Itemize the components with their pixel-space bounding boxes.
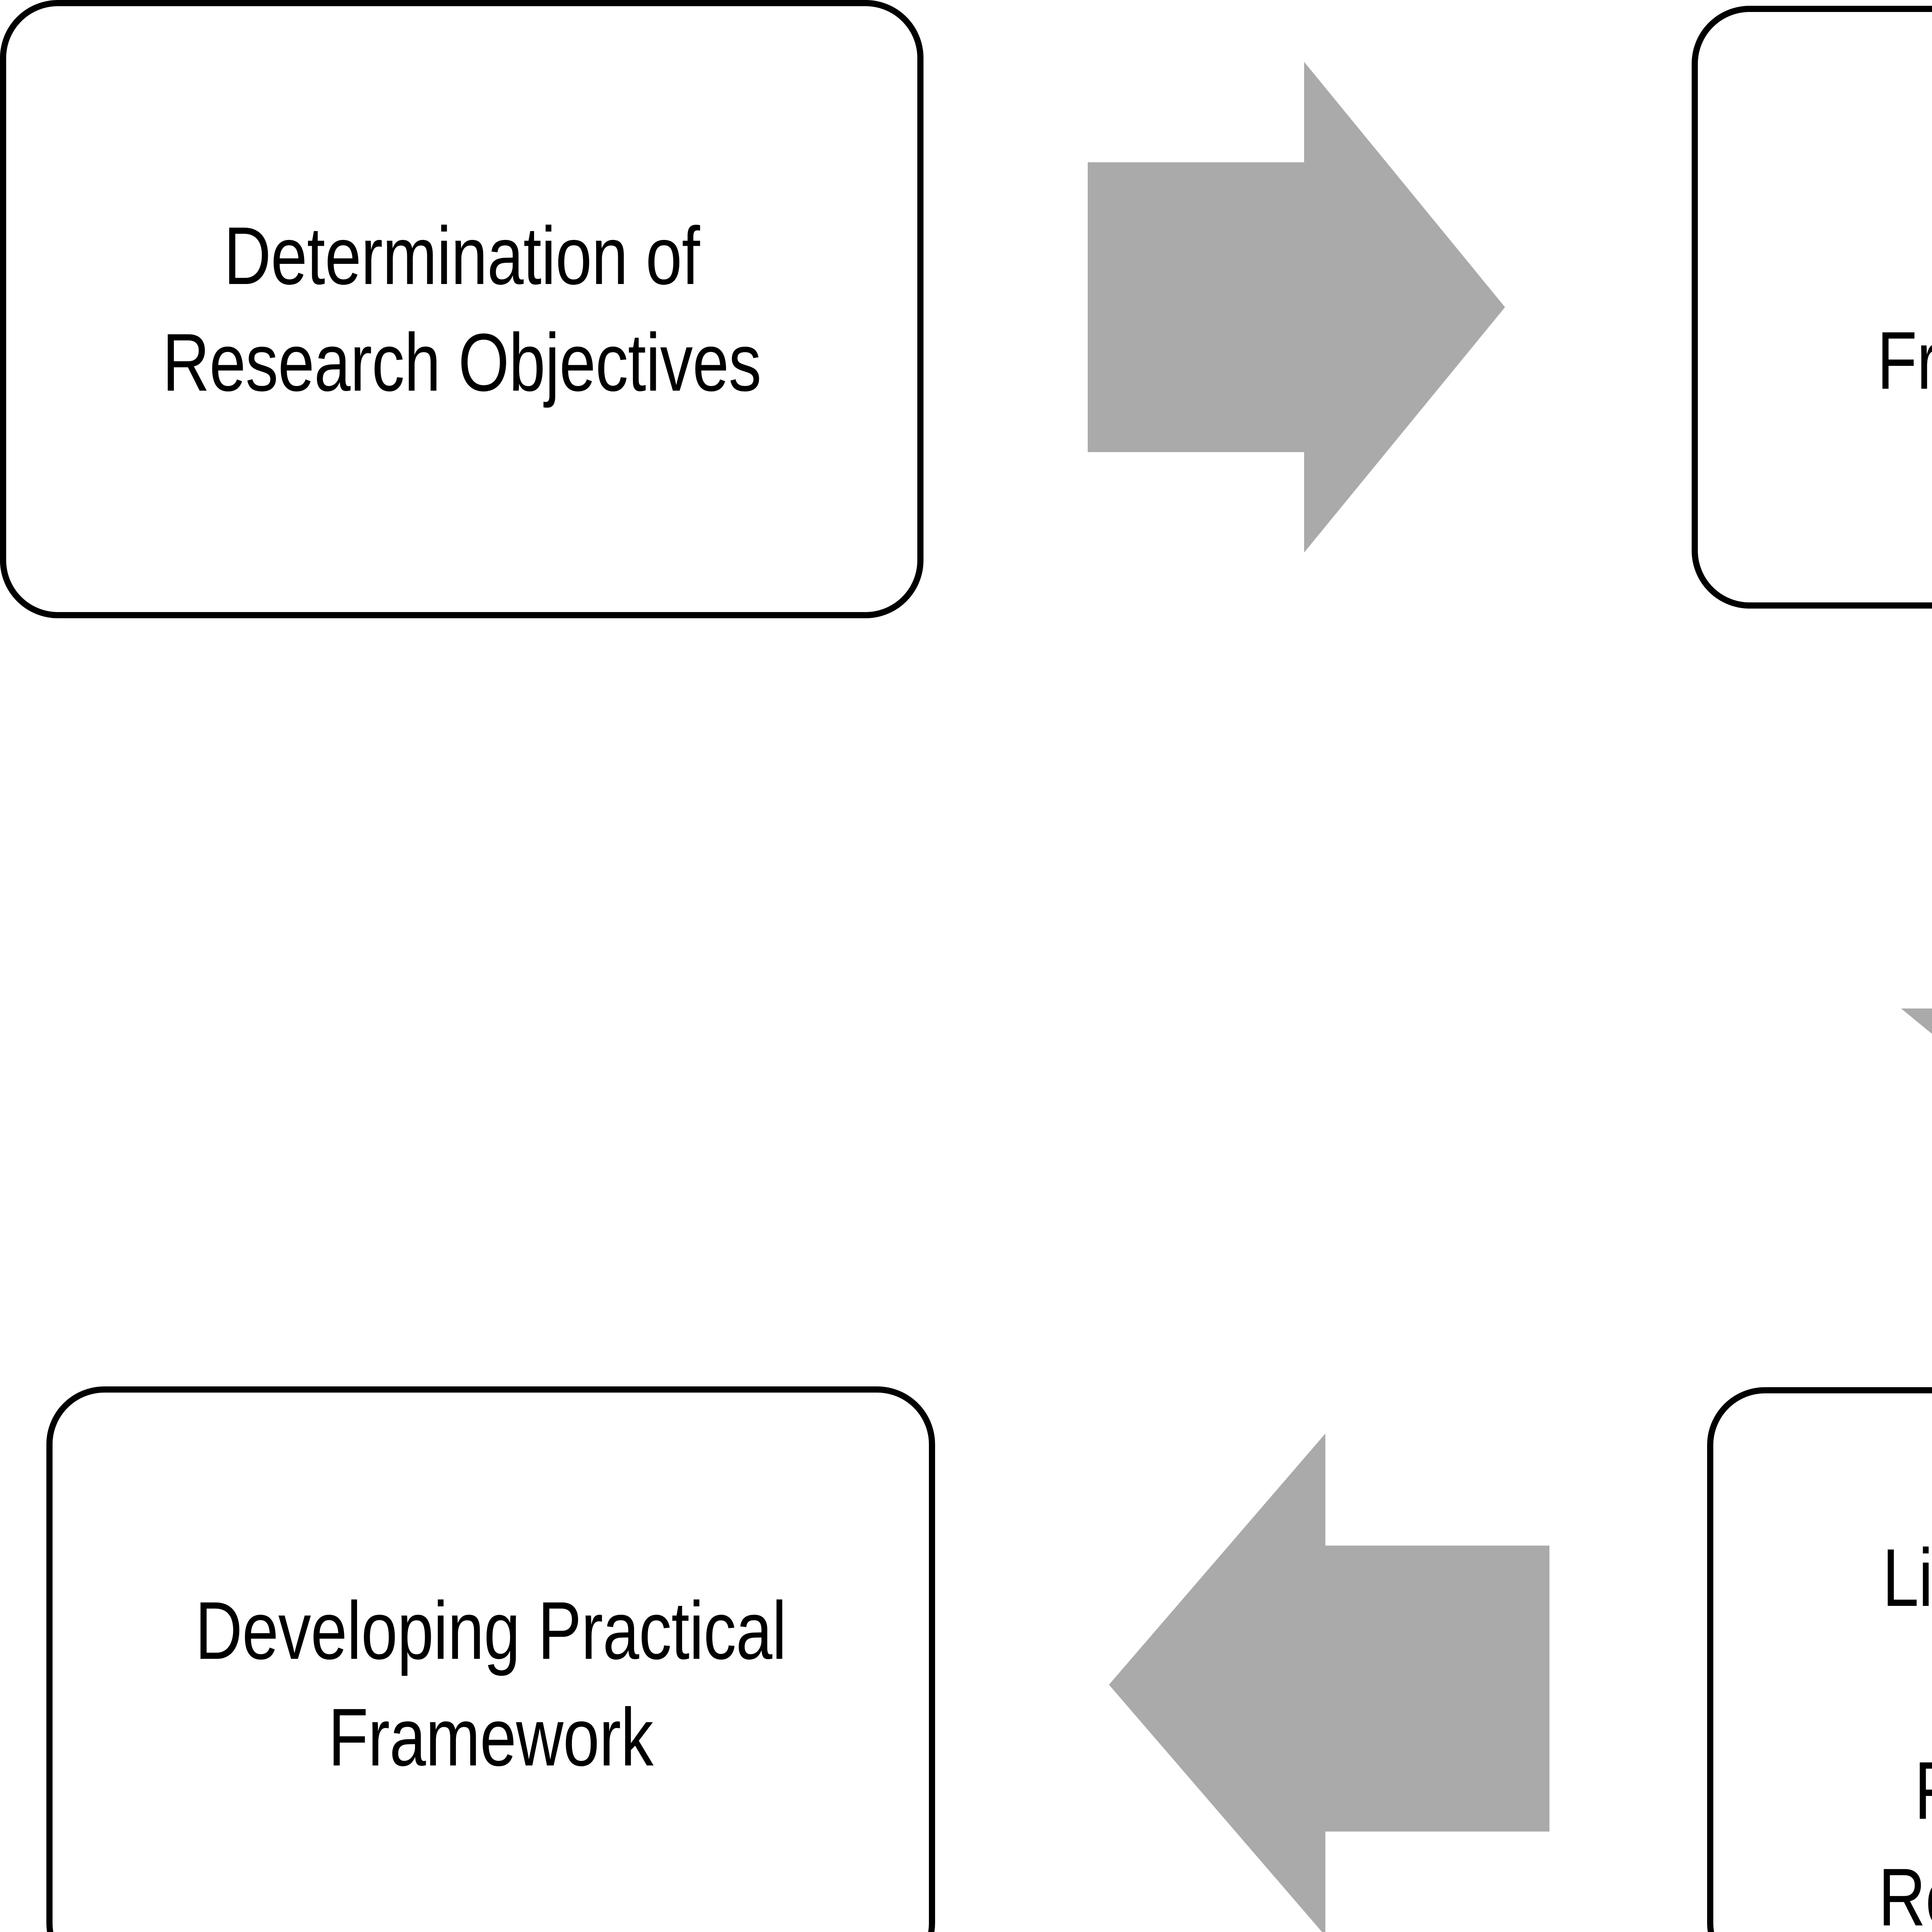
arrow-down-shape <box>1901 1009 1932 1034</box>
arrow-left-icon <box>1109 1434 1549 1932</box>
process-box-selecting[interactable]: Selecting the Theoritical Framework for … <box>1692 6 1932 609</box>
process-box-developing-label: Developing Practical Framework <box>195 1584 787 1783</box>
arrow-right-icon <box>1088 62 1505 553</box>
process-box-developing[interactable]: Developing Practical Framework <box>46 1386 935 1932</box>
process-box-determination[interactable]: Determination of Research Objectives <box>0 0 923 618</box>
process-box-selecting-label: Selecting the Theoritical Framework for … <box>1877 315 1932 406</box>
process-box-determination-label: Determination of Research Objectives <box>162 210 761 408</box>
arrow-down-icon <box>1901 1009 1932 1034</box>
process-box-integrating[interactable]: Integrating the Literature Rieview, Theo… <box>1707 1387 1932 1932</box>
arrow-left-shape <box>1109 1434 1549 1932</box>
process-box-integrating-label: Integrating the Literature Rieview, Theo… <box>1878 1532 1932 1932</box>
arrow-right-shape <box>1088 62 1505 553</box>
